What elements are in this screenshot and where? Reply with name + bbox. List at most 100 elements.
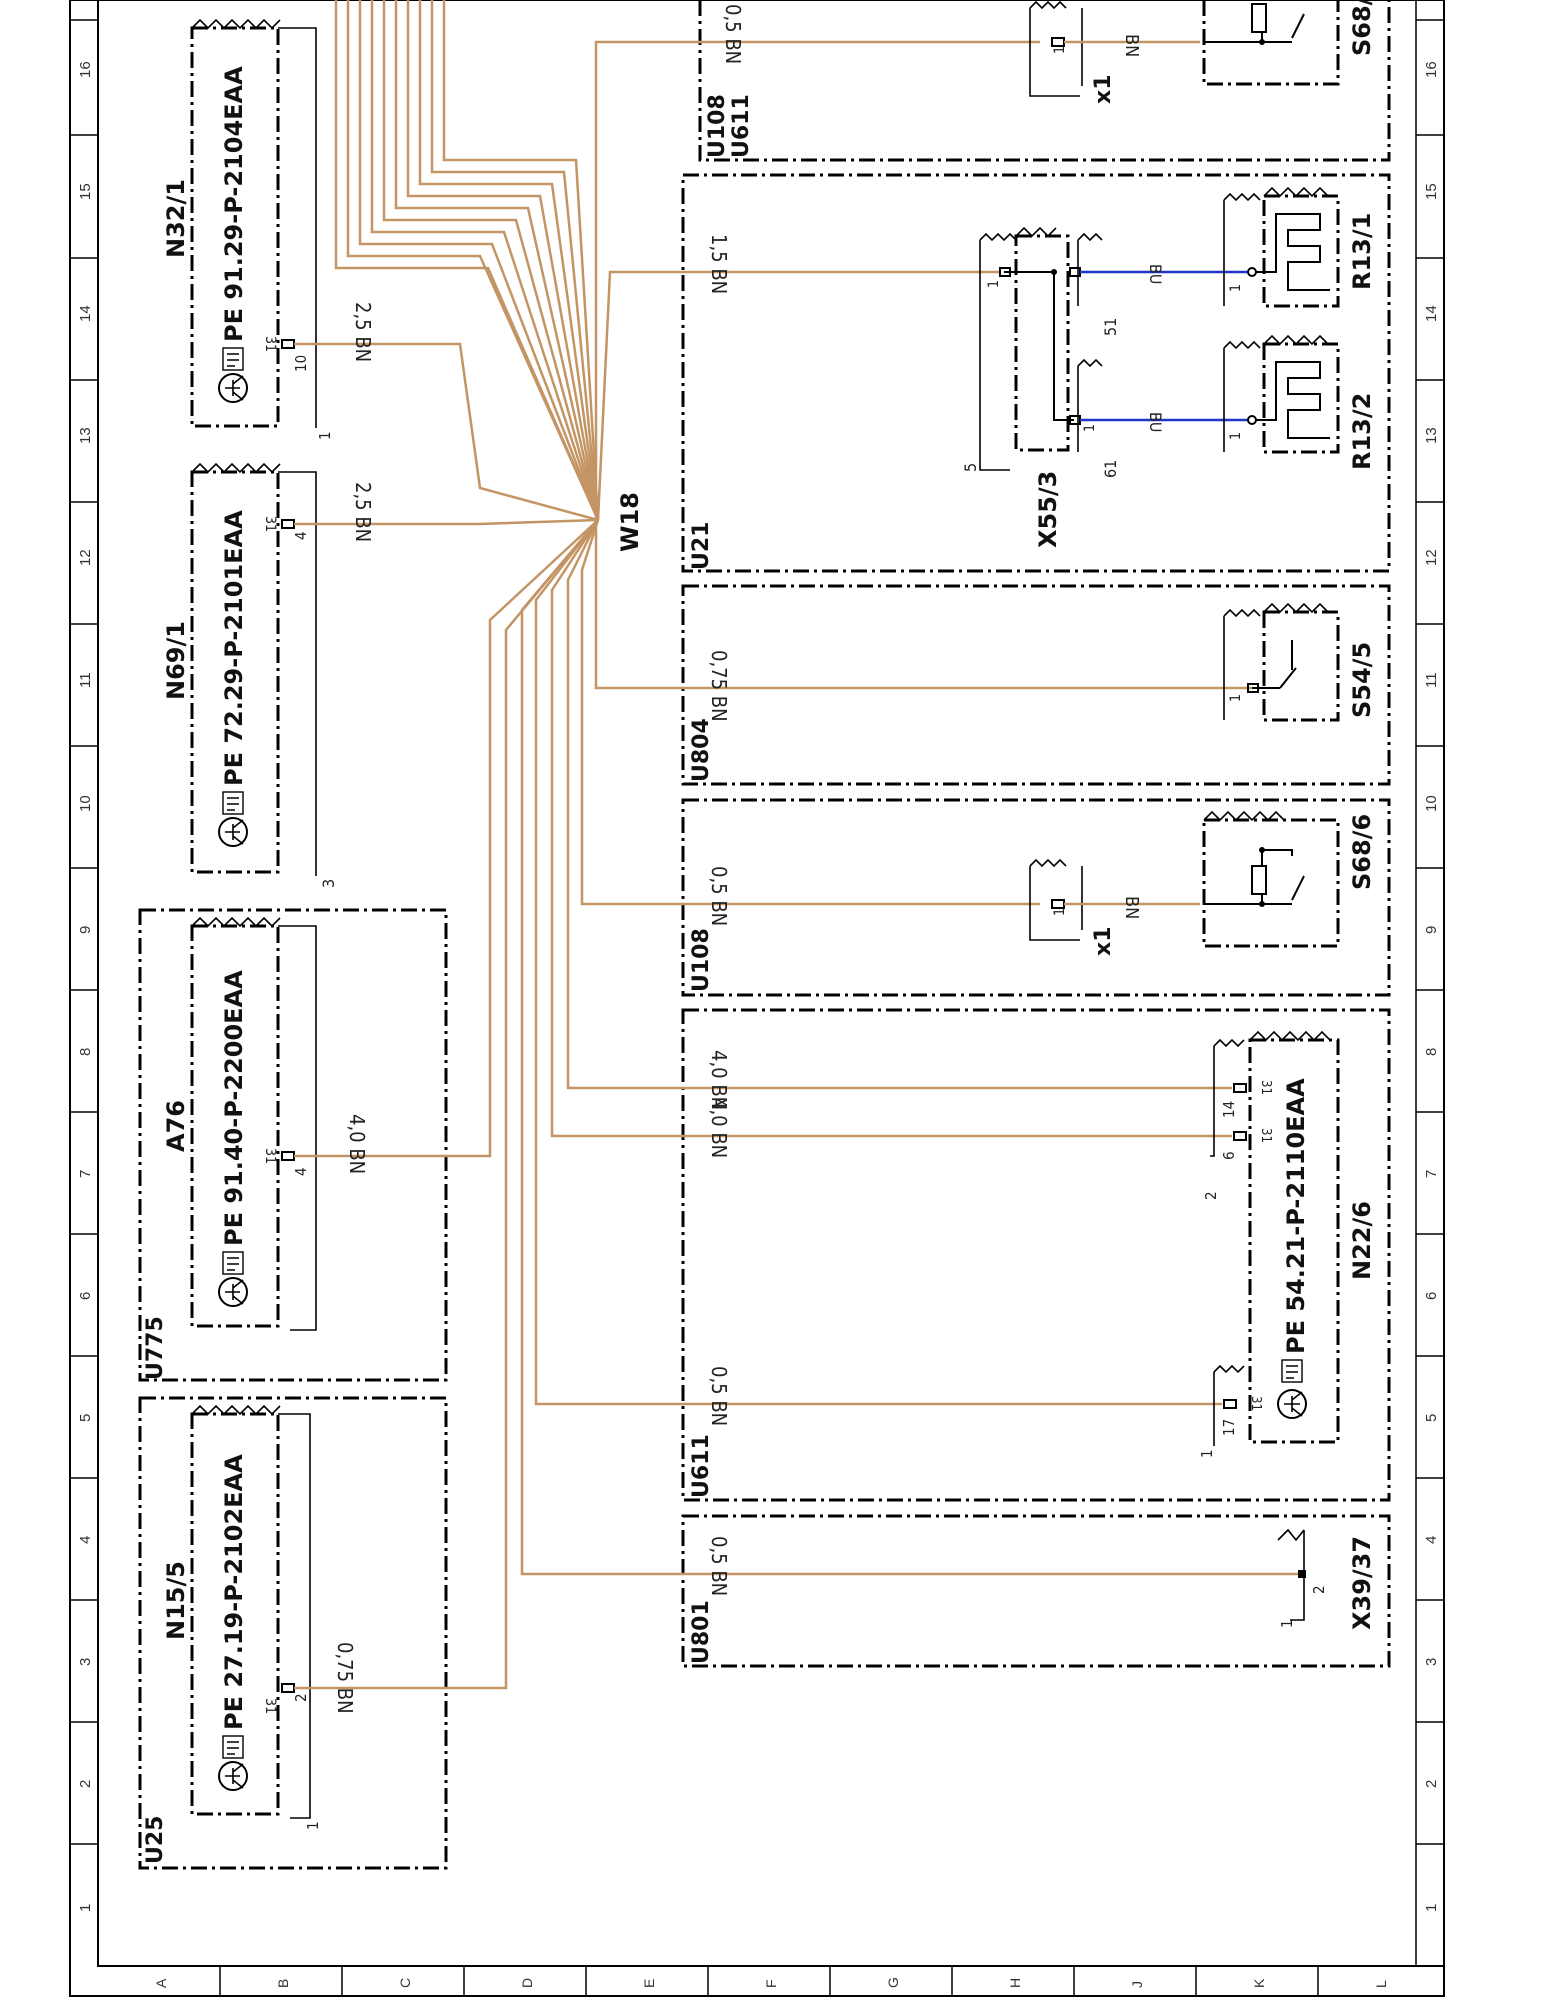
wire-label-s54-5: 0,75 BN	[707, 650, 731, 722]
pin-3-n69-1: 3	[319, 879, 338, 888]
pin-6-n22-6: 6	[1220, 1151, 1238, 1160]
component-s54-5[interactable]: 1 S54/5	[1223, 602, 1376, 722]
row-number-left-2: 2	[77, 1780, 94, 1788]
component-name-n15-5: N15/5	[162, 1561, 190, 1640]
component-name-x55-3: X55/3	[1034, 471, 1062, 548]
heater-element-icon	[1256, 361, 1330, 439]
row-number-right-6: 6	[1423, 1292, 1440, 1300]
wire-label-n15-5: 0,75 BN	[333, 1642, 357, 1714]
column-letter-b: B	[275, 1979, 291, 1988]
row-number-right-10: 10	[1423, 795, 1440, 812]
wire-label-a76: 4,0 BN	[345, 1114, 369, 1174]
component-x39-37[interactable]: 2 1 X39/37	[1277, 1528, 1376, 1630]
row-number-right-2: 2	[1423, 1780, 1440, 1788]
row-number-left-7: 7	[77, 1170, 94, 1178]
component-n32-1[interactable]: PE 91.29-P-2104EAA N32/1 31 10 1	[162, 18, 334, 440]
component-name-r13-1: R13/1	[1348, 213, 1376, 290]
column-letter-j: J	[1129, 1981, 1145, 1988]
group-box-u108-u611	[698, 0, 1391, 162]
component-name-s54-5: S54/5	[1348, 642, 1376, 718]
row-number-left-13: 13	[77, 427, 94, 444]
pin-1-s68-6: 1	[1052, 908, 1068, 916]
pin-1-s54-5: 1	[1228, 694, 1244, 702]
component-name-s68-6: S68/6	[1348, 814, 1376, 890]
group-box-u801	[681, 1514, 1391, 1668]
row-number-right-5: 5	[1423, 1414, 1440, 1422]
column-letter-l: L	[1373, 1980, 1389, 1988]
row-number-left-5: 5	[77, 1414, 94, 1422]
component-doc-n32-1: PE 91.29-P-2104EAA	[220, 66, 248, 342]
pin-31-n32-1: 31	[262, 336, 278, 352]
pin-61-x55-3: 61	[1101, 460, 1120, 478]
component-s68-6[interactable]: 1 x1 BN S68/6	[1029, 810, 1376, 957]
component-n22-6[interactable]: PE 54.21-P-2110EAA N22/6 31 31 31 14 6 2…	[1198, 1030, 1376, 1458]
pin-51-x55-3: 51	[1101, 318, 1120, 336]
component-name-n69-1: N69/1	[162, 621, 190, 700]
column-letter-e: E	[641, 1979, 657, 1988]
wire-label-n32-1: 2,5 BN	[351, 302, 375, 362]
row-number-right-1: 1	[1423, 1904, 1440, 1912]
transistor-icon	[218, 1277, 248, 1307]
group-box-u775	[138, 908, 448, 1382]
reference-hand-icon	[222, 1251, 244, 1275]
bottom-column-ticks	[219, 1966, 1319, 1996]
column-letter-k: K	[1251, 1978, 1267, 1988]
column-letter-a: A	[153, 1978, 169, 1988]
row-number-left-12: 12	[77, 549, 94, 566]
component-name-x39-37: X39/37	[1348, 1536, 1376, 1630]
row-number-right-15: 15	[1423, 183, 1440, 200]
bu-label-lower: BU	[1146, 412, 1165, 432]
switch-resistor-icon	[1204, 3, 1305, 45]
pin-31-n22-6-c: 31	[1248, 1396, 1263, 1411]
row-number-left-6: 6	[77, 1292, 94, 1300]
component-name-n32-1: N32/1	[162, 179, 190, 258]
pin-1-n32-1: 1	[316, 431, 334, 440]
row-number-left-4: 4	[77, 1536, 94, 1544]
reference-hand-icon	[222, 791, 244, 815]
row-number-left-8: 8	[77, 1048, 94, 1056]
component-a76[interactable]: PE 91.40-P-2200EAA A76 31 4	[162, 916, 317, 1331]
harness-w18[interactable]: W18	[294, 0, 1302, 1690]
pin-31-n69-1: 31	[262, 516, 278, 532]
pin-2-x39-37: 2	[1310, 1585, 1328, 1594]
group-label-u611-top: U611	[729, 94, 754, 158]
group-label-u801: U801	[689, 1600, 714, 1664]
group-label-u108: U108	[689, 928, 714, 992]
short-label-s68-top: BN	[1121, 34, 1142, 57]
group-label-u25: U25	[143, 1816, 168, 1864]
component-name-a76: A76	[162, 1100, 190, 1152]
row-number-left-14: 14	[77, 305, 94, 322]
wire-label-s68-6: 0,5 BN	[707, 866, 731, 926]
component-x55-3[interactable]: 1 1 5 51 61 X55/3 BU BU	[961, 226, 1248, 548]
component-r13-2[interactable]: 1 R13/2	[1223, 334, 1376, 470]
pin-1-n22-6: 1	[1198, 1449, 1216, 1458]
component-s68-top[interactable]: 1 x1 BN S68/	[1029, 0, 1376, 104]
component-n69-1[interactable]: PE 72.29-P-2101EAA N69/1 31 4 3	[162, 462, 338, 888]
transistor-icon	[218, 1761, 248, 1791]
column-letter-h: H	[1007, 1978, 1023, 1988]
component-doc-n15-5: PE 27.19-P-2102EAA	[220, 1454, 248, 1730]
component-r13-1[interactable]: 1 R13/1	[1223, 186, 1376, 308]
group-box-u21	[681, 173, 1391, 573]
short-label-s68-6: BN	[1121, 896, 1142, 919]
component-doc-n22-6: PE 54.21-P-2110EAA	[1282, 1078, 1310, 1354]
component-n15-5[interactable]: PE 27.19-P-2102EAA N15/5 31 2 1	[162, 1404, 322, 1830]
pin-1-r13-1: 1	[1228, 284, 1244, 292]
wire-label-s68-top: 0,5 BN	[721, 4, 745, 64]
reference-hand-icon	[222, 347, 244, 371]
pin-1-r13-2: 1	[1228, 432, 1244, 440]
row-number-left-15: 15	[77, 183, 94, 200]
group-boxes	[138, 0, 1391, 1870]
row-number-right-3: 3	[1423, 1658, 1440, 1666]
wire-label-n22-6-a: 0,5 BN	[707, 1366, 731, 1426]
pin-31-n22-6-a: 31	[1258, 1080, 1273, 1095]
row-number-right-11: 11	[1423, 672, 1440, 688]
pin-17-n22-6: 17	[1220, 1419, 1238, 1436]
row-number-left-9: 9	[77, 926, 94, 934]
component-doc-n69-1: PE 72.29-P-2101EAA	[220, 510, 248, 786]
wire-label-n69-1: 2,5 BN	[351, 482, 375, 542]
connector-x1-s68-6: x1	[1091, 927, 1116, 957]
component-name-r13-2: R13/2	[1348, 393, 1376, 470]
wire-label-x55-3: 1,5 BN	[707, 234, 731, 294]
